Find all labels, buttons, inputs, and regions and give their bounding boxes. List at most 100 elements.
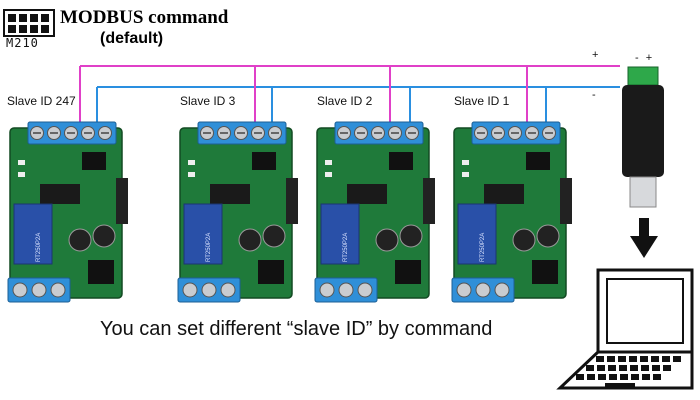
screw-terminal	[31, 282, 47, 298]
led	[188, 160, 195, 165]
laptop-key	[641, 365, 649, 371]
screw-terminal	[201, 282, 217, 298]
screw-terminal	[50, 282, 66, 298]
capacitor	[262, 224, 286, 248]
relay	[457, 203, 497, 265]
laptop-key	[620, 374, 628, 380]
relay-board: RT250P2A	[7, 121, 128, 303]
capacitor	[68, 228, 92, 252]
screw-terminal	[357, 282, 373, 298]
led	[188, 172, 195, 177]
laptop-key	[640, 356, 648, 362]
laptop-key	[586, 365, 594, 371]
logo-icon	[3, 9, 55, 37]
logo-cell	[41, 14, 49, 22]
adapter-terminal-label: - +	[635, 52, 655, 64]
pin-header	[560, 178, 572, 224]
logo-text: M210	[6, 36, 39, 50]
regulator	[532, 260, 558, 284]
logo-cell	[41, 25, 49, 33]
relay-text: RT250P2A	[206, 233, 212, 262]
ic-chip	[252, 152, 276, 170]
logo-cell	[30, 14, 38, 22]
led	[462, 172, 469, 177]
capacitor	[512, 228, 536, 252]
pin-header	[286, 178, 298, 224]
laptop-key	[618, 356, 626, 362]
laptop-key	[673, 356, 681, 362]
relay-text: RT250P2A	[36, 233, 42, 262]
laptop-key	[598, 374, 606, 380]
laptop-key	[587, 374, 595, 380]
laptop-key	[631, 374, 639, 380]
laptop-key	[609, 374, 617, 380]
screw-terminal	[182, 282, 198, 298]
capacitor	[375, 228, 399, 252]
capacitor	[92, 224, 116, 248]
relay	[320, 203, 360, 265]
capacitor	[238, 228, 262, 252]
logo-cell	[8, 25, 16, 33]
slave-label-3: Slave ID 3	[180, 94, 236, 108]
laptop-key	[607, 356, 615, 362]
ic-chip	[82, 152, 106, 170]
laptop-key	[662, 356, 670, 362]
relay-board: RT250P2A	[177, 121, 298, 303]
logo-cell	[19, 14, 27, 22]
capacitor	[536, 224, 560, 248]
laptop-key	[653, 374, 661, 380]
laptop-key	[629, 356, 637, 362]
screw-terminal	[319, 282, 335, 298]
laptop-key	[663, 365, 671, 371]
laptop-key	[630, 365, 638, 371]
regulator	[88, 260, 114, 284]
laptop-key	[576, 374, 584, 380]
laptop-key	[596, 356, 604, 362]
ic-chip	[526, 152, 550, 170]
caption: You can set different “slave ID” by comm…	[100, 318, 493, 340]
usb-rs485-adapter	[605, 65, 664, 208]
led	[18, 172, 25, 177]
mcu-chip	[484, 184, 524, 204]
mcu-chip	[347, 184, 387, 204]
laptop-key	[619, 365, 627, 371]
relay	[183, 203, 223, 265]
logo-cell	[19, 25, 27, 33]
arrow-down-icon	[630, 236, 658, 258]
pin-header	[423, 178, 435, 224]
bus-minus-label: -	[592, 89, 596, 101]
relay-text: RT250P2A	[480, 233, 486, 262]
screw-terminal	[12, 282, 28, 298]
laptop-key	[608, 365, 616, 371]
mcu-chip	[210, 184, 250, 204]
adapter-body	[622, 85, 664, 177]
slave-label-1: Slave ID 1	[454, 94, 510, 108]
relay	[13, 203, 53, 265]
mcu-chip	[40, 184, 80, 204]
diagram-subtitle: (default)	[100, 30, 164, 47]
laptop-icon	[556, 268, 694, 390]
capacitor	[399, 224, 423, 248]
screw-terminal	[456, 282, 472, 298]
laptop-key	[642, 374, 650, 380]
led	[325, 160, 332, 165]
laptop-display	[606, 278, 684, 344]
slave-label-247: Slave ID 247	[7, 94, 76, 108]
logo-cell	[8, 14, 16, 22]
diagram-title: MODBUS command	[60, 7, 229, 28]
arrow-shaft	[639, 218, 649, 238]
bus-plus-label: +	[592, 49, 599, 61]
regulator	[395, 260, 421, 284]
screw-terminal	[220, 282, 236, 298]
pin-header	[116, 178, 128, 224]
screw-terminal	[338, 282, 354, 298]
led	[325, 172, 332, 177]
slave-label-2: Slave ID 2	[317, 94, 373, 108]
regulator	[258, 260, 284, 284]
ic-chip	[389, 152, 413, 170]
led	[18, 160, 25, 165]
logo-cell	[30, 25, 38, 33]
laptop-key	[652, 365, 660, 371]
